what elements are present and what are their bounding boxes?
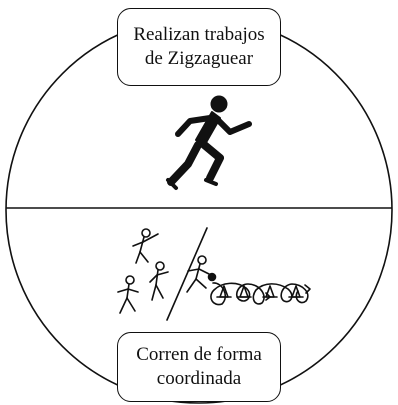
stick-figure-2 <box>149 261 169 301</box>
bottom-label-line-2: coordinada <box>156 368 242 389</box>
stick-figure-3 <box>117 275 139 314</box>
cone-icon-4 <box>288 285 304 298</box>
cone-icon-2 <box>236 285 252 298</box>
bottom-label-box: Corren de forma coordinada <box>117 332 281 402</box>
ball-icon <box>207 272 217 282</box>
top-label-box: Realizan trabajos de Zigzaguear <box>117 8 281 86</box>
cone-icon-1 <box>216 285 232 298</box>
stick-figure-with-ball <box>186 255 217 293</box>
top-label-line-1: Realizan trabajos <box>133 24 265 45</box>
sprinter-silhouette-icon <box>166 95 252 190</box>
cone-icon-3 <box>262 285 278 298</box>
separator-diagonal <box>166 227 208 321</box>
top-label-line-2: de Zigzaguear <box>144 48 254 69</box>
stick-figure-1 <box>132 228 159 264</box>
zigzag-cone-drill-icon <box>117 227 311 321</box>
zigzag-path <box>210 282 309 306</box>
bottom-label-line-1: Corren de forma <box>136 344 262 365</box>
